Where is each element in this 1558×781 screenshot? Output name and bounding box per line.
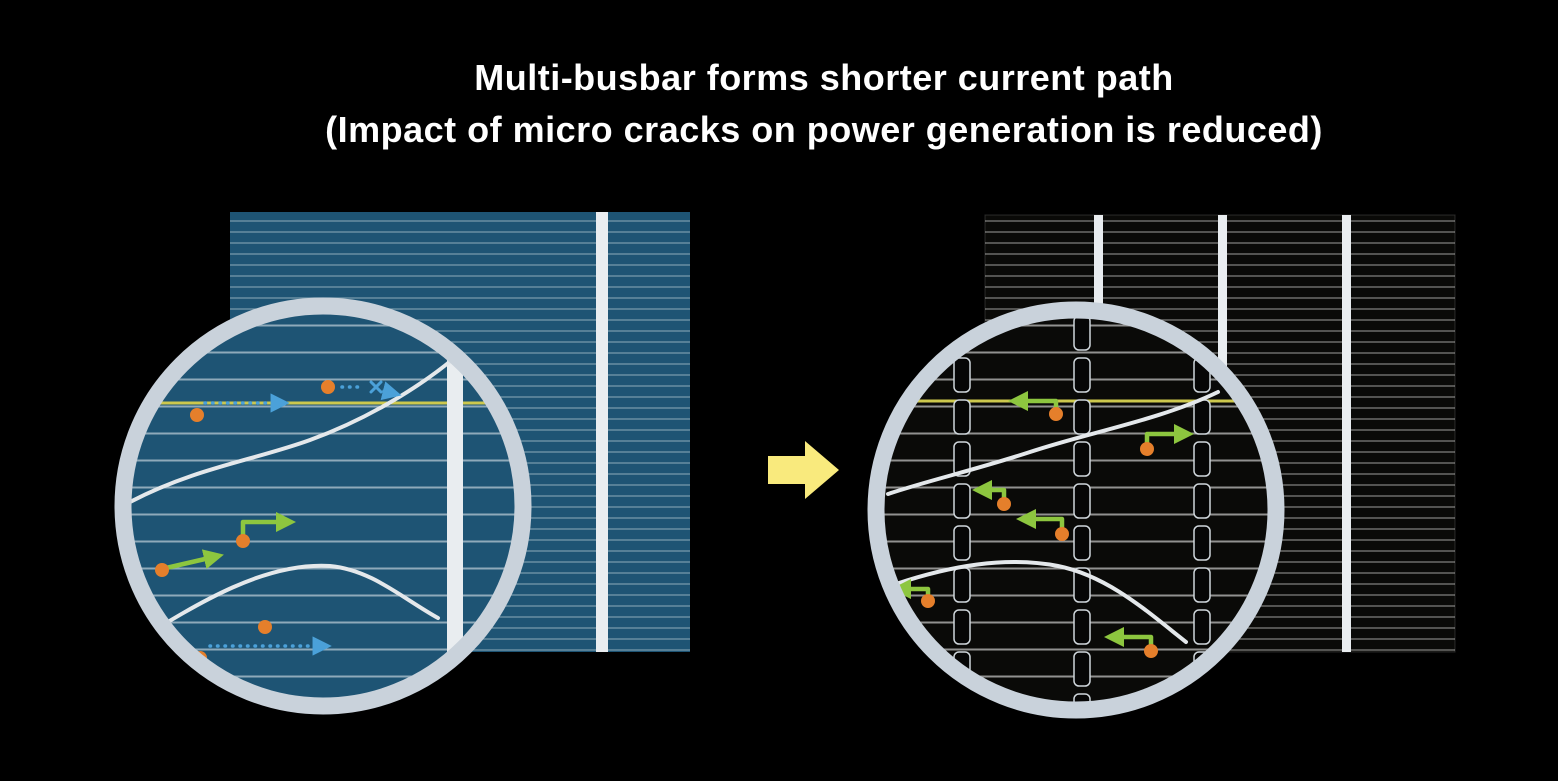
short-current-path-arrow-left-2 bbox=[163, 549, 224, 571]
title-line-1: Multi-busbar forms shorter current path bbox=[474, 57, 1174, 98]
electron-dot bbox=[1140, 442, 1154, 456]
right-magnifier-ring bbox=[867, 301, 1285, 719]
left-magnifier-ring bbox=[114, 297, 532, 715]
electron-dot bbox=[1049, 407, 1063, 421]
electron-dot bbox=[155, 563, 169, 577]
electron-dot bbox=[921, 594, 935, 608]
left-zoom-busbar bbox=[447, 314, 463, 698]
transition-right-arrow-icon bbox=[768, 441, 839, 499]
electron-dot bbox=[258, 620, 272, 634]
electron-dot bbox=[236, 534, 250, 548]
blocked-path-x-icon bbox=[369, 380, 383, 394]
crack-line-lower-right bbox=[894, 560, 1188, 644]
right-magnifier-view bbox=[884, 318, 1268, 702]
left-magnifier-view bbox=[131, 314, 515, 698]
long-current-path-arrow-2 bbox=[380, 381, 402, 401]
electron-dot bbox=[190, 408, 204, 422]
crack-line-upper-left bbox=[131, 358, 454, 504]
electron-dot bbox=[997, 497, 1011, 511]
multi-busbar-3 bbox=[1342, 215, 1351, 652]
crack-line-upper-right bbox=[886, 390, 1220, 496]
short-current-path-arrow-left-1 bbox=[240, 511, 297, 541]
electron-dot bbox=[321, 380, 335, 394]
electron-dot bbox=[1144, 644, 1158, 658]
title-line-2: (Impact of micro cracks on power generat… bbox=[325, 109, 1323, 150]
electron-dot bbox=[1055, 527, 1069, 541]
conventional-cell-busbar bbox=[596, 212, 608, 652]
crack-line-lower-left bbox=[133, 563, 440, 644]
